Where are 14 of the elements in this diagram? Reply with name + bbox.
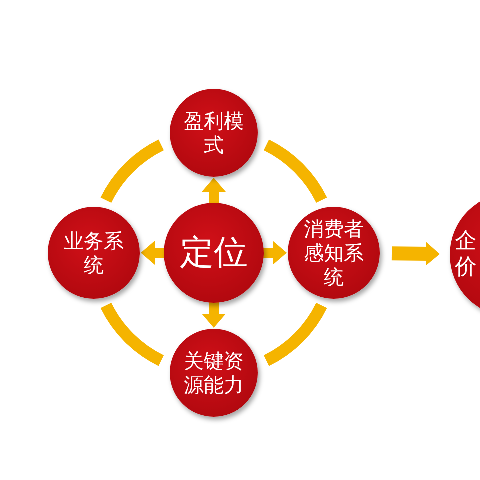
arrow (262, 241, 287, 265)
node-label: 盈利模式 (183, 109, 245, 157)
node-label: 定位 (179, 232, 249, 274)
ring-arc (100, 302, 164, 366)
node-label: 业务系统 (63, 229, 125, 277)
arrow (141, 241, 166, 265)
arrow (202, 178, 226, 205)
node-label: 企价 (454, 228, 478, 282)
ring-arc (264, 302, 328, 366)
node-label: 关键资源能力 (183, 349, 245, 397)
node-label: 消费者感知系统 (303, 217, 365, 289)
arrow (202, 301, 226, 328)
arrow (392, 242, 440, 266)
ring-arc (264, 140, 328, 204)
